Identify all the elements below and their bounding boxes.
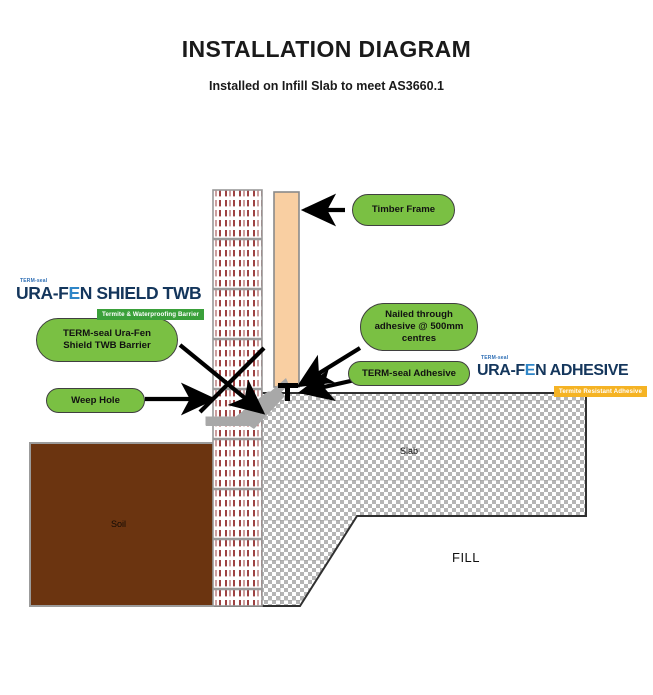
soil-region [29, 442, 216, 607]
callout-twb-barrier-line-1: TERM-seal Ura-Fen [63, 328, 151, 339]
callout-timber-frame-line-1: Timber Frame [371, 204, 436, 215]
callout-term-seal-adhesive[interactable]: TERM-seal Adhesive [348, 361, 470, 386]
logo-left-word-2: E [68, 283, 80, 303]
logo-left-word-1: URA-F [16, 283, 69, 303]
callout-nailed-through-line-1: Nailed through [385, 309, 453, 320]
logo-right-word-3: N ADHESIVE [535, 362, 629, 379]
callout-nailed-through-adhesive[interactable]: Nailed through adhesive @ 500mm centres [360, 303, 478, 351]
logo-ura-fen-adhesive: TERM-seal URA-FEN ADHESIVE Termite Resis… [477, 355, 647, 398]
label-fill: FILL [452, 550, 481, 565]
arrow-twb-barrier [178, 343, 266, 415]
callout-timber-frame[interactable]: Timber Frame [352, 194, 455, 226]
concrete-slab-region [214, 392, 587, 607]
arrow-term-seal-adhesive [297, 369, 356, 402]
callout-twb-barrier-line-2: Shield TWB Barrier [63, 340, 151, 351]
label-slab: Slab [400, 446, 419, 456]
page-title: INSTALLATION DIAGRAM [181, 36, 472, 62]
logo-ura-fen-shield-twb: TERM-seal URA-FEN SHIELD TWB Termite & W… [16, 278, 204, 321]
timber-frame-member [273, 191, 300, 388]
ura-fen-shield-twb-barrier [212, 189, 263, 607]
logo-right-prefix: TERM-seal [481, 355, 509, 361]
logo-left-tagline-row: Termite & Waterproofing Barrier [16, 303, 204, 321]
logo-left-tagline: Termite & Waterproofing Barrier [97, 309, 204, 320]
callout-term-seal-adhesive-line-1: TERM-seal Adhesive [361, 367, 456, 379]
label-soil: Soil [111, 519, 127, 529]
logo-right-wordmark: URA-FEN ADHESIVE [477, 361, 647, 380]
nail-fixing [278, 383, 298, 401]
logo-left-wordmark: URA-FEN SHIELD TWB [16, 284, 204, 303]
logo-right-tagline-row: Termite Resistant Adhesive [477, 380, 647, 398]
callout-weep-hole[interactable]: Weep Hole [46, 388, 145, 413]
logo-right-word-1: URA-F [477, 362, 525, 379]
callout-nailed-through-line-2: adhesive @ 500mm [374, 321, 464, 332]
logo-left-word-3: N SHIELD TWB [79, 283, 202, 303]
logo-left-prefix: TERM-seal [20, 278, 48, 284]
callout-twb-barrier[interactable]: TERM-seal Ura-Fen Shield TWB Barrier [36, 318, 178, 362]
leader-arrows [145, 193, 362, 416]
page-subtitle: Installed on Infill Slab to meet AS3660.… [208, 79, 445, 93]
logo-right-tagline: Termite Resistant Adhesive [553, 386, 647, 397]
callout-weep-hole-line-1: Weep Hole [71, 394, 120, 406]
logo-right-word-2: E [524, 362, 536, 379]
callout-nailed-through-line-3: centres [401, 333, 437, 344]
